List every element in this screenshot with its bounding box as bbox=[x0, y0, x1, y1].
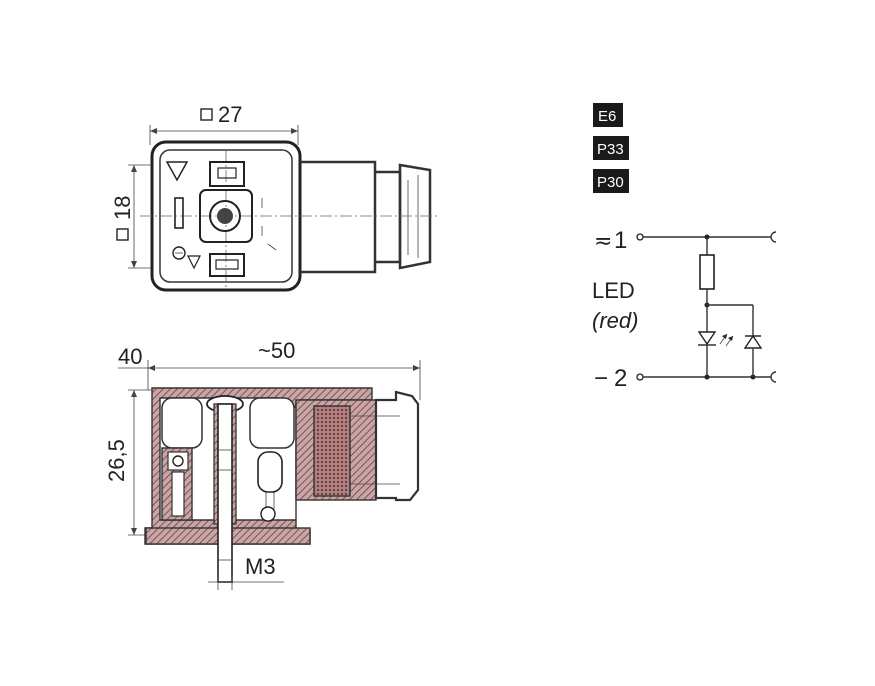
resistor bbox=[699, 254, 715, 290]
led-diode-symbol bbox=[697, 331, 734, 377]
pin1-label: 1 bbox=[614, 227, 627, 254]
dimension-height: 26,5 bbox=[104, 389, 155, 536]
central-screw bbox=[206, 395, 244, 583]
code-badge bbox=[593, 103, 623, 127]
seal-ring bbox=[313, 405, 351, 497]
front-view: 27 18 bbox=[110, 102, 440, 292]
offset-value: 40 bbox=[118, 344, 142, 369]
earth-icon bbox=[172, 246, 186, 260]
protection-diode-symbol bbox=[707, 304, 763, 377]
thread-value: M3 bbox=[245, 554, 276, 579]
code-badge bbox=[593, 169, 629, 193]
dimension-length: 40 ~50 bbox=[118, 338, 421, 400]
led-color-label: (red) bbox=[592, 308, 638, 333]
dimension-thread: M3 bbox=[208, 554, 284, 590]
contact-frame bbox=[199, 189, 253, 243]
circuit-schematic: ≂ 1 − 2 LED (red) bbox=[592, 227, 777, 392]
length-value: ~50 bbox=[258, 338, 295, 363]
square-symbol bbox=[116, 228, 129, 241]
code-badges: E6 P33 P30 bbox=[593, 103, 629, 193]
square-symbol bbox=[200, 108, 213, 121]
pin2-label: 2 bbox=[614, 365, 627, 392]
dimension-width: 27 bbox=[149, 102, 299, 145]
led-component bbox=[257, 451, 283, 522]
pin2-symbol: − bbox=[594, 365, 608, 392]
width-value: 27 bbox=[218, 102, 242, 127]
code-badge bbox=[593, 136, 629, 160]
pin1-symbol: ≂ bbox=[594, 228, 612, 253]
height-value: 26,5 bbox=[104, 439, 129, 482]
code-badge-text: E6 bbox=[598, 108, 616, 125]
dimension-height-square: 18 bbox=[110, 164, 160, 269]
side-view: 40 ~50 26,5 bbox=[104, 338, 421, 590]
warning-icon bbox=[165, 161, 189, 182]
height-square-value: 18 bbox=[110, 196, 135, 220]
led-label: LED bbox=[592, 278, 635, 303]
code-badge-text: P33 bbox=[597, 141, 624, 158]
code-badge-text: P30 bbox=[597, 174, 624, 191]
